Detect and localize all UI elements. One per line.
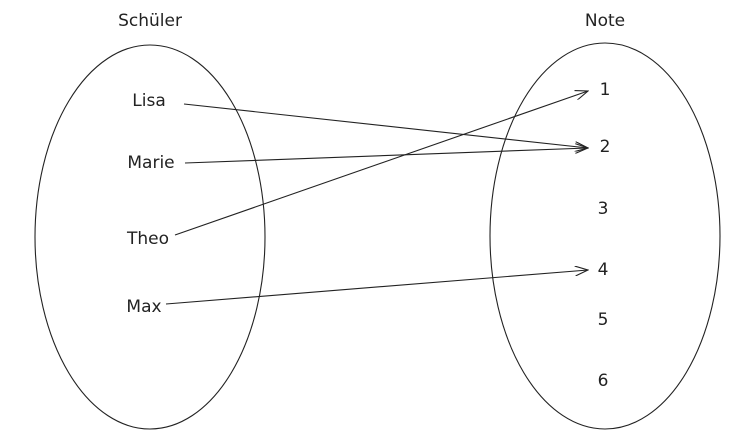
mapping-arrows xyxy=(165,91,588,305)
arrow-theo-to-1 xyxy=(174,91,588,236)
codomain-element-3: 3 xyxy=(597,199,609,219)
codomain-element-2: 2 xyxy=(599,137,611,157)
codomain-set-ellipse xyxy=(489,42,721,430)
codomain-element-5: 5 xyxy=(597,310,609,330)
domain-element-lisa: Lisa xyxy=(132,91,166,111)
arrow-lisa-to-2 xyxy=(183,103,588,148)
codomain-element-4: 4 xyxy=(597,260,609,280)
arrow-marie-to-2 xyxy=(184,148,588,164)
domain-element-theo: Theo xyxy=(126,229,170,249)
codomain-element-1: 1 xyxy=(599,80,611,100)
codomain-element-6: 6 xyxy=(597,371,609,391)
arrow-max-to-4 xyxy=(165,270,588,305)
domain-set-ellipse xyxy=(34,44,266,430)
domain-element-max: Max xyxy=(126,297,162,317)
domain-set-title: Schüler xyxy=(118,11,182,31)
domain-element-marie: Marie xyxy=(127,153,175,173)
codomain-set-title: Note xyxy=(584,11,626,31)
